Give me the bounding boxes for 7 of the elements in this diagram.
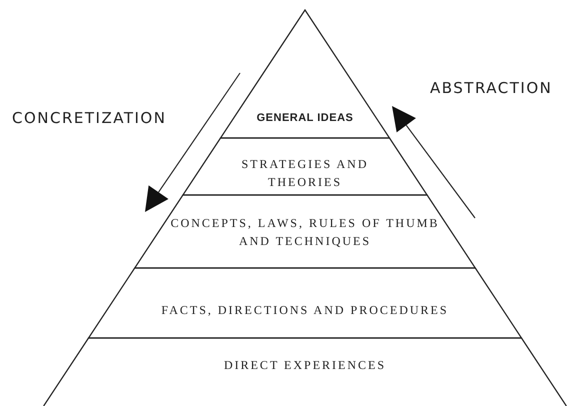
level-label: CONCEPTS, LAWS, RULES OF THUMB AND TECHNIQUES — [170, 215, 440, 250]
level-label: FACTS, DIRECTIONS AND PROCEDURES — [160, 302, 450, 319]
level-label: STRATEGIES AND THEORIES — [240, 156, 370, 191]
side-label: ABSTRACTION — [430, 79, 552, 97]
side-label: CONCRETIZATION — [12, 109, 166, 127]
level-label: GENERAL IDEAS — [256, 111, 354, 126]
level-label: DIRECT EXPERIENCES — [222, 357, 388, 374]
